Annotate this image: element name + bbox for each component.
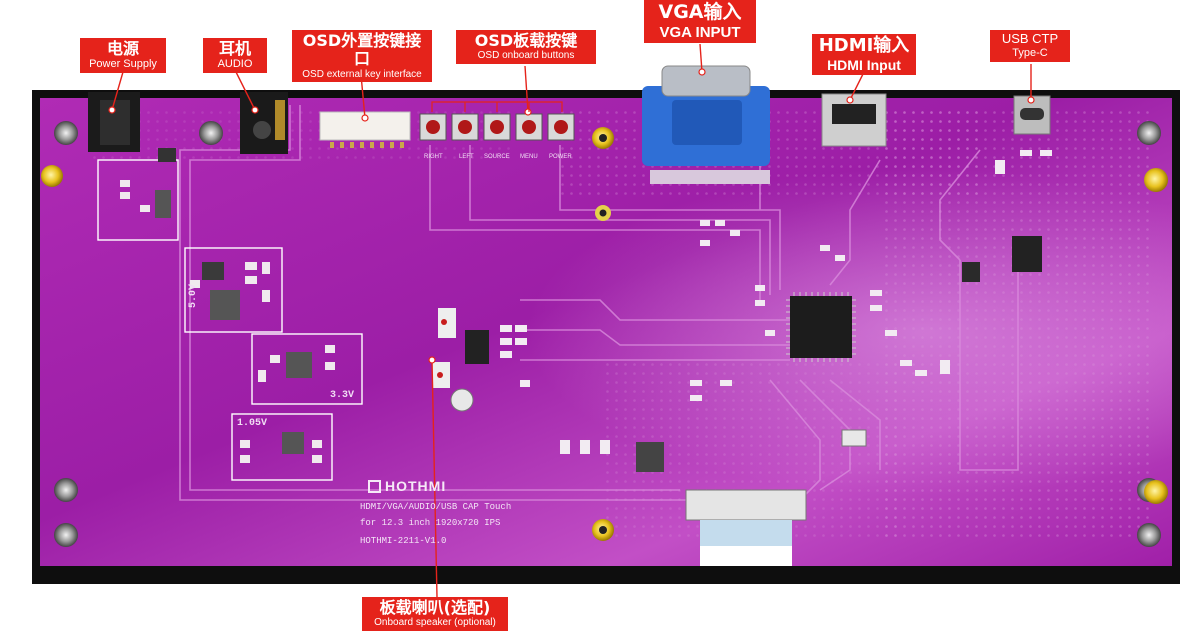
- regulator-box-1v05: [231, 413, 333, 481]
- callout-en: HDMI Input: [827, 56, 901, 73]
- regulator-box-3v3: [251, 333, 363, 405]
- rail-label-3v3: 3.3V: [330, 390, 355, 401]
- callout-zh: 电源: [106, 39, 139, 58]
- main-controller-chip: [790, 296, 852, 358]
- button-label-menu: MENU: [520, 154, 538, 160]
- callout-vga-input: VGA输入 VGA INPUT: [644, 0, 756, 44]
- logo-mark-icon: [368, 480, 381, 493]
- callout-en: OSD external key interface: [302, 68, 422, 80]
- callout-osd-onboard-buttons: OSD板载按键 OSD onboard buttons: [456, 30, 596, 64]
- rail-label-1v05: 1.05V: [237, 418, 268, 429]
- button-label-source: SOURCE: [484, 154, 510, 160]
- callout-en: AUDIO: [217, 58, 253, 71]
- callout-osd-external-keys: OSD外置按键接口 OSD external key interface: [292, 30, 432, 83]
- callout-hdmi-input: HDMI输入 HDMI Input: [812, 34, 916, 75]
- callout-en: OSD onboard buttons: [477, 50, 575, 62]
- osd-buttons: [419, 113, 575, 141]
- inductor: [210, 290, 240, 320]
- rail-label-5v: 5.0V: [188, 283, 199, 308]
- osd-button: [483, 113, 511, 141]
- brand-logo: HOTHMI: [368, 478, 446, 494]
- callout-en: Power Supply: [89, 58, 157, 71]
- brand-name: HOTHMI: [385, 478, 447, 494]
- power-inductor: [636, 442, 664, 472]
- button-label-right: RIGHT: [424, 154, 443, 160]
- callout-power-supply: 电源 Power Supply: [80, 38, 166, 74]
- callout-zh: OSD板载按键: [474, 31, 578, 50]
- callout-zh: USB CTP: [1001, 31, 1059, 46]
- callout-usb-ctp: USB CTP Type-C: [990, 30, 1070, 62]
- callout-zh: HDMI输入: [818, 35, 910, 56]
- callout-onboard-speaker: 板载喇叭(选配) Onboard speaker (optional): [362, 597, 508, 631]
- silkscreen-line: for 12.3 inch 1920x720 IPS: [360, 518, 501, 528]
- callout-zh: 耳机: [218, 39, 251, 58]
- callout-en: Onboard speaker (optional): [374, 617, 496, 629]
- regulator-box-5v: [184, 247, 283, 333]
- button-label-power: POWER: [549, 154, 572, 160]
- silkscreen-line: HOTHMI-2211-V1.0: [360, 536, 447, 546]
- callout-en: VGA INPUT: [659, 23, 741, 41]
- button-label-left: LEFT: [459, 154, 474, 160]
- callout-zh: 板载喇叭(选配): [379, 598, 491, 617]
- callout-en: Type-C: [1012, 46, 1048, 59]
- callout-zh: VGA输入: [658, 1, 742, 23]
- callout-audio: 耳机 AUDIO: [203, 38, 267, 74]
- callout-zh: OSD外置按键接口: [302, 31, 422, 69]
- silkscreen-line: HDMI/VGA/AUDIO/USB CAP Touch: [360, 502, 512, 512]
- lvds-connector: [685, 489, 807, 521]
